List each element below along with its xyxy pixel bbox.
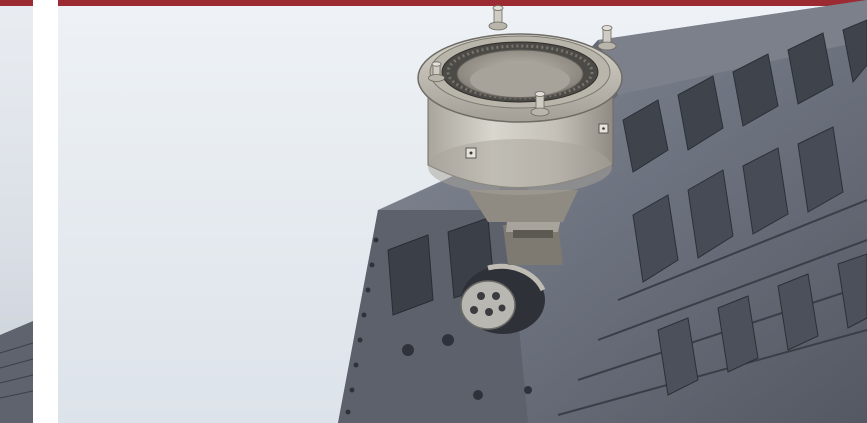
viewport-divider (33, 0, 58, 423)
cad-viewport[interactable] (58, 0, 867, 423)
square-marker-icon (598, 123, 609, 134)
left-model-fragment (0, 321, 33, 423)
crank-end-plate (460, 263, 546, 334)
bolt-icon (488, 5, 508, 31)
bolt-icon (428, 61, 445, 82)
left-accent-bar (0, 0, 33, 6)
viewport-accent-bar (58, 0, 867, 6)
rotary-tool-housing (417, 5, 623, 222)
left-viewport (0, 0, 33, 423)
bolt-icon (597, 25, 617, 51)
square-marker-icon (465, 147, 477, 159)
engine-block-assembly (338, 0, 867, 423)
bolt-icon (530, 91, 550, 117)
